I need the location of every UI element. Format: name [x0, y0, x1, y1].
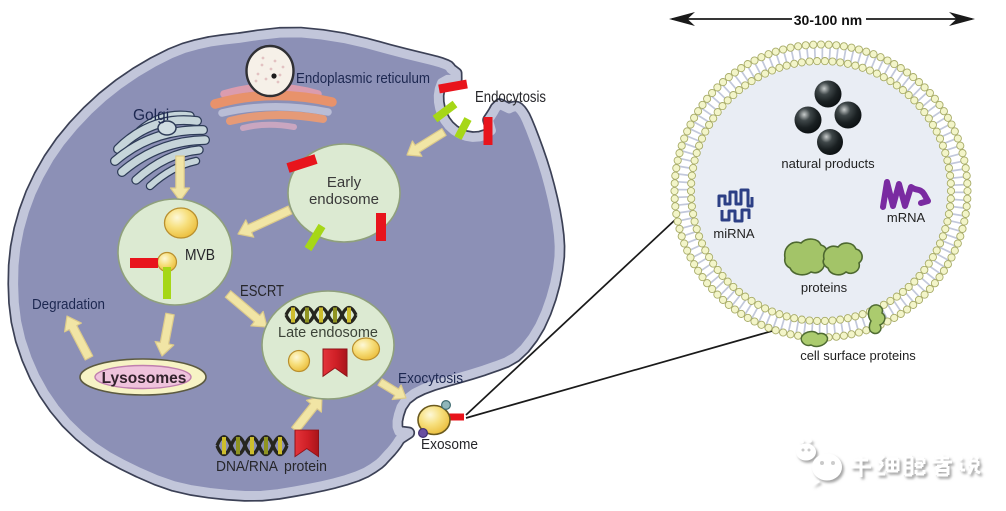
svg-text:miRNA: miRNA [713, 226, 754, 241]
svg-text:Degradation: Degradation [32, 296, 105, 313]
svg-text:30-100 nm: 30-100 nm [794, 12, 862, 28]
svg-text:Early: Early [327, 174, 362, 191]
svg-text:endosome: endosome [309, 191, 379, 208]
svg-text:DNA/RNA: DNA/RNA [216, 459, 278, 475]
svg-text:Lysosomes: Lysosomes [102, 370, 187, 387]
svg-text:cell surface proteins: cell surface proteins [800, 348, 916, 363]
svg-text:mRNA: mRNA [887, 210, 926, 225]
svg-text:natural products: natural products [781, 156, 875, 171]
svg-text:Exosome: Exosome [421, 436, 478, 453]
svg-text:Late endosome: Late endosome [278, 325, 378, 341]
svg-text:protein: protein [284, 459, 327, 475]
svg-text:MVB: MVB [185, 247, 215, 264]
svg-text:ESCRT: ESCRT [240, 283, 284, 300]
svg-text:Exocytosis: Exocytosis [398, 370, 463, 387]
svg-text:proteins: proteins [801, 280, 848, 295]
svg-text:Golgi: Golgi [133, 107, 169, 124]
svg-text:Endoplasmic reticulum: Endoplasmic reticulum [296, 70, 430, 87]
svg-text:Endocytosis: Endocytosis [475, 89, 546, 106]
